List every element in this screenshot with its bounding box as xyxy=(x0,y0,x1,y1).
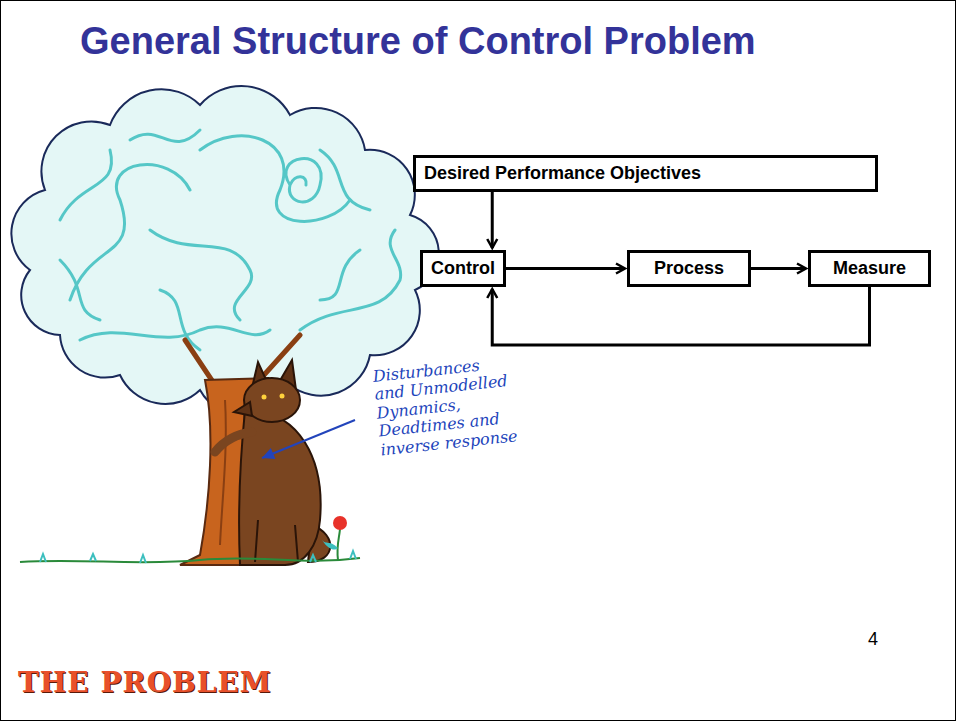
crown-scribbles xyxy=(60,130,401,350)
grass-tufts xyxy=(40,551,356,563)
wolf-eye xyxy=(262,395,267,400)
scribble xyxy=(200,136,350,221)
scribble xyxy=(70,165,190,300)
control-box: Control xyxy=(420,250,506,287)
slide-title: General Structure of Control Problem xyxy=(80,20,756,63)
box-label: Desired Performance Objectives xyxy=(424,163,701,184)
flow-arrow xyxy=(491,192,494,248)
flow-arrow xyxy=(751,267,806,270)
scribble xyxy=(320,150,370,300)
feedback-arrow xyxy=(492,287,869,345)
handwritten-note: Disturbances and Unmodelled Dynamics, De… xyxy=(372,353,521,459)
box-label: Measure xyxy=(833,258,906,279)
wolf-snout xyxy=(234,402,252,416)
page-number: 4 xyxy=(868,630,878,650)
flow-arrow xyxy=(506,267,625,270)
pointer-arrow xyxy=(262,420,355,458)
scribble xyxy=(60,130,200,220)
box-label: Control xyxy=(431,258,495,279)
process-box: Process xyxy=(627,250,751,287)
scribble xyxy=(300,230,401,330)
scribble xyxy=(80,327,270,340)
pointer-arrowhead xyxy=(262,448,275,459)
objectives-box: Desired Performance Objectives xyxy=(413,155,878,192)
scribble xyxy=(150,230,252,320)
flower-head xyxy=(333,516,347,530)
sketch-caption: THE PROBLEM xyxy=(18,668,272,699)
wolf-eye xyxy=(280,394,285,399)
wolf-arm xyxy=(215,432,252,452)
flower-stem xyxy=(337,528,340,560)
wolf-leg xyxy=(255,520,298,562)
box-label: Process xyxy=(654,258,724,279)
grass-line xyxy=(20,558,360,562)
scribble xyxy=(60,260,200,350)
tree-crown xyxy=(11,86,438,416)
scribble xyxy=(286,159,321,202)
flower-leaf xyxy=(322,540,338,550)
measure-box: Measure xyxy=(808,250,931,287)
